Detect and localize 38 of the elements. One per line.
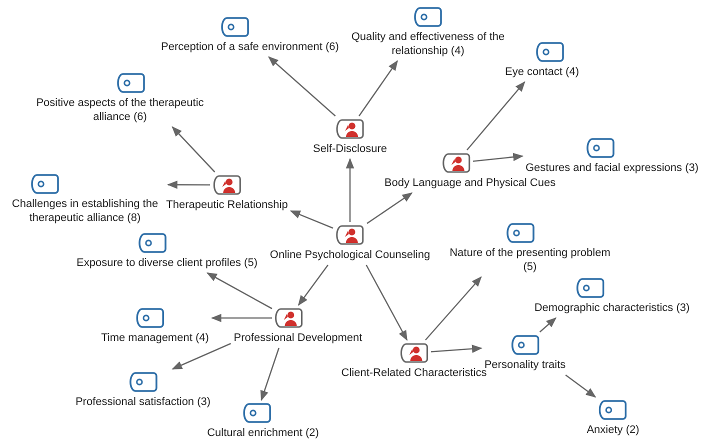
arrow [358, 60, 398, 116]
arrow [425, 276, 482, 340]
node-label: Anxiety (2) [586, 423, 640, 437]
node-label: Time management (4) [101, 331, 209, 345]
arrow [268, 56, 336, 116]
arrow [210, 314, 272, 322]
arrow [565, 374, 596, 398]
arrow [166, 180, 210, 189]
arrow [430, 344, 482, 353]
node-label: Therapeutic Relationship [166, 198, 288, 212]
node-label: Professional satisfaction (3) [75, 395, 211, 409]
arrow [366, 192, 413, 224]
arrow [206, 272, 272, 310]
node-label: Eye contact (4) [505, 65, 579, 79]
arrow [346, 158, 354, 222]
node-label: Self-Disclosure [313, 142, 387, 156]
node-label: Nature of the presenting problem (5) [448, 246, 612, 274]
node-label: Exposure to diverse client profiles (5) [76, 256, 258, 270]
arrow [366, 264, 408, 341]
node-label: Challenges in establishing the therapeutic alliance (8) [10, 197, 160, 225]
arrow [539, 317, 557, 332]
arrow [260, 348, 280, 401]
node-label: Client-Related Characteristics [341, 367, 487, 380]
node-label: Professional Development [234, 331, 362, 345]
arrow [172, 126, 216, 172]
node-label: Gestures and facial expressions (3) [525, 161, 699, 175]
node-label: Online Psychological Counseling [270, 248, 430, 262]
arrow [298, 264, 328, 306]
arrow [472, 152, 524, 162]
arrow [172, 342, 232, 370]
arrow [466, 81, 526, 150]
node-label: Perception of a safe environment (6) [161, 40, 339, 54]
node-label: Positive aspects of the therapeutic alliance (6) [35, 96, 205, 124]
node-label: Personality traits [484, 358, 566, 371]
node-label: Body Language and Physical Cues [384, 176, 556, 190]
node-label: Cultural enrichment (2) [207, 426, 319, 440]
arrow [290, 210, 334, 229]
node-label: Demographic characteristics (3) [534, 301, 690, 315]
